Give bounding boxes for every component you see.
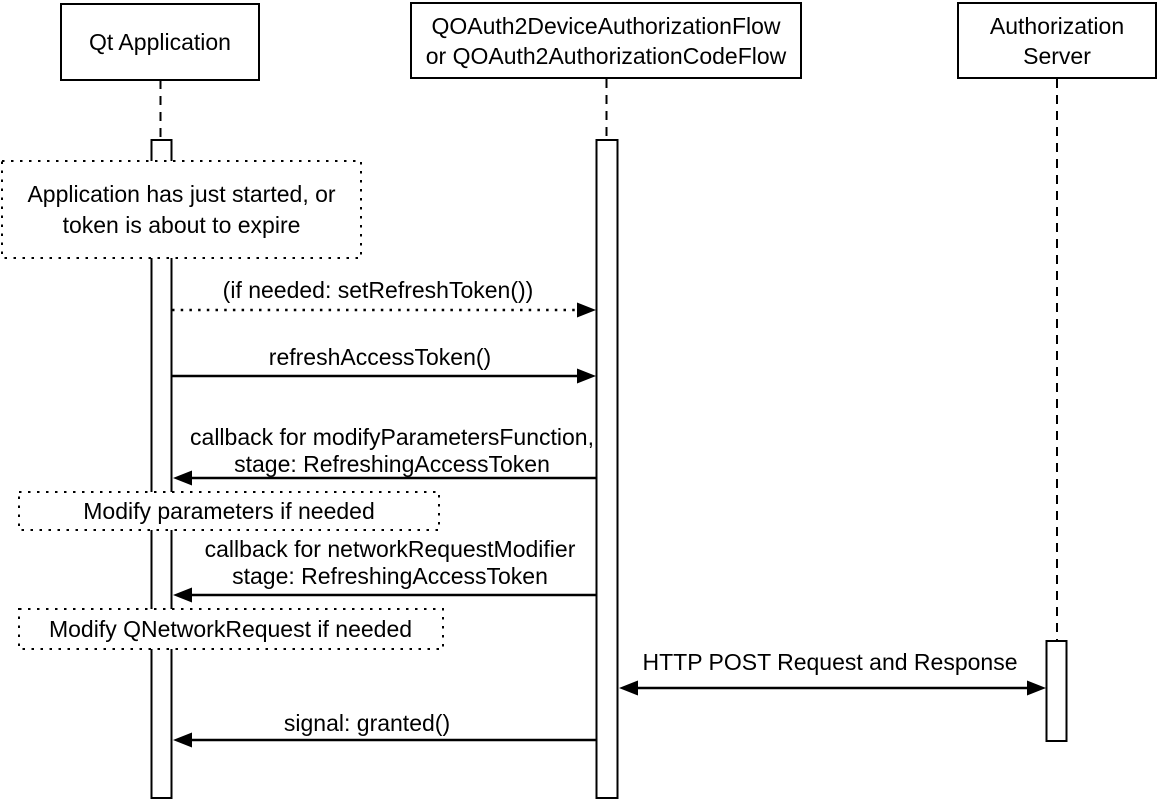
note-box-modify-parameters <box>18 491 440 531</box>
participant-label: Qt Application <box>89 29 231 55</box>
participant-qt-application: Qt Application <box>60 3 260 81</box>
note-box-app-started <box>1 160 362 259</box>
participant-label-line2: or QOAuth2AuthorizationCodeFlow <box>425 42 787 69</box>
participant-label-line1: Authorization <box>989 12 1125 39</box>
arrowhead-network-request-modifier-callback <box>173 587 192 603</box>
activation-bar-oauth-flow <box>595 139 619 799</box>
message-label-line2: stage: RefreshingAccessToken <box>234 451 550 477</box>
message-label-set-refresh-token: (if needed: setRefreshToken()) <box>222 277 534 303</box>
message-label-http-post: HTTP POST Request and Response <box>642 649 1018 675</box>
participant-oauth-flow: QOAuth2DeviceAuthorizationFlow or QOAuth… <box>410 2 802 79</box>
participant-label-line2: Server <box>1023 42 1091 69</box>
arrowhead-modify-parameters-callback <box>173 470 192 486</box>
message-label-modify-parameters-callback: callback for modifyParametersFunction, s… <box>190 424 594 478</box>
note-text-line2: token is about to expire <box>62 211 301 238</box>
activation-bar-auth-server <box>1045 640 1068 742</box>
participant-label-line1: QOAuth2DeviceAuthorizationFlow <box>431 12 781 39</box>
arrowhead-refresh-access-token <box>577 368 596 384</box>
note-app-started: Application has just started, or token i… <box>1 160 362 259</box>
message-label-line1: callback for networkRequestModifier <box>204 536 576 562</box>
note-text: Modify parameters if needed <box>83 497 375 524</box>
message-label-line1: callback for modifyParametersFunction, <box>190 424 594 450</box>
note-text-line1: Application has just started, or <box>27 180 336 207</box>
arrowhead-http-post-right <box>1027 680 1046 696</box>
message-label-line2: stage: RefreshingAccessToken <box>232 563 548 589</box>
message-label-refresh-access-token: refreshAccessToken() <box>268 344 492 370</box>
note-modify-qnetworkrequest: Modify QNetworkRequest if needed <box>18 608 443 650</box>
message-label-network-request-modifier-callback: callback for networkRequestModifier stag… <box>205 536 576 590</box>
participant-auth-server: Authorization Server <box>957 2 1157 79</box>
note-text: Modify QNetworkRequest if needed <box>48 615 413 642</box>
arrowhead-set-refresh-token <box>577 302 596 318</box>
arrowhead-http-post-left <box>619 680 638 696</box>
message-label-signal-granted: signal: granted() <box>283 710 451 736</box>
arrowhead-signal-granted <box>173 732 192 748</box>
note-modify-parameters: Modify parameters if needed <box>18 491 440 531</box>
note-box-modify-qnetworkrequest <box>18 608 444 650</box>
